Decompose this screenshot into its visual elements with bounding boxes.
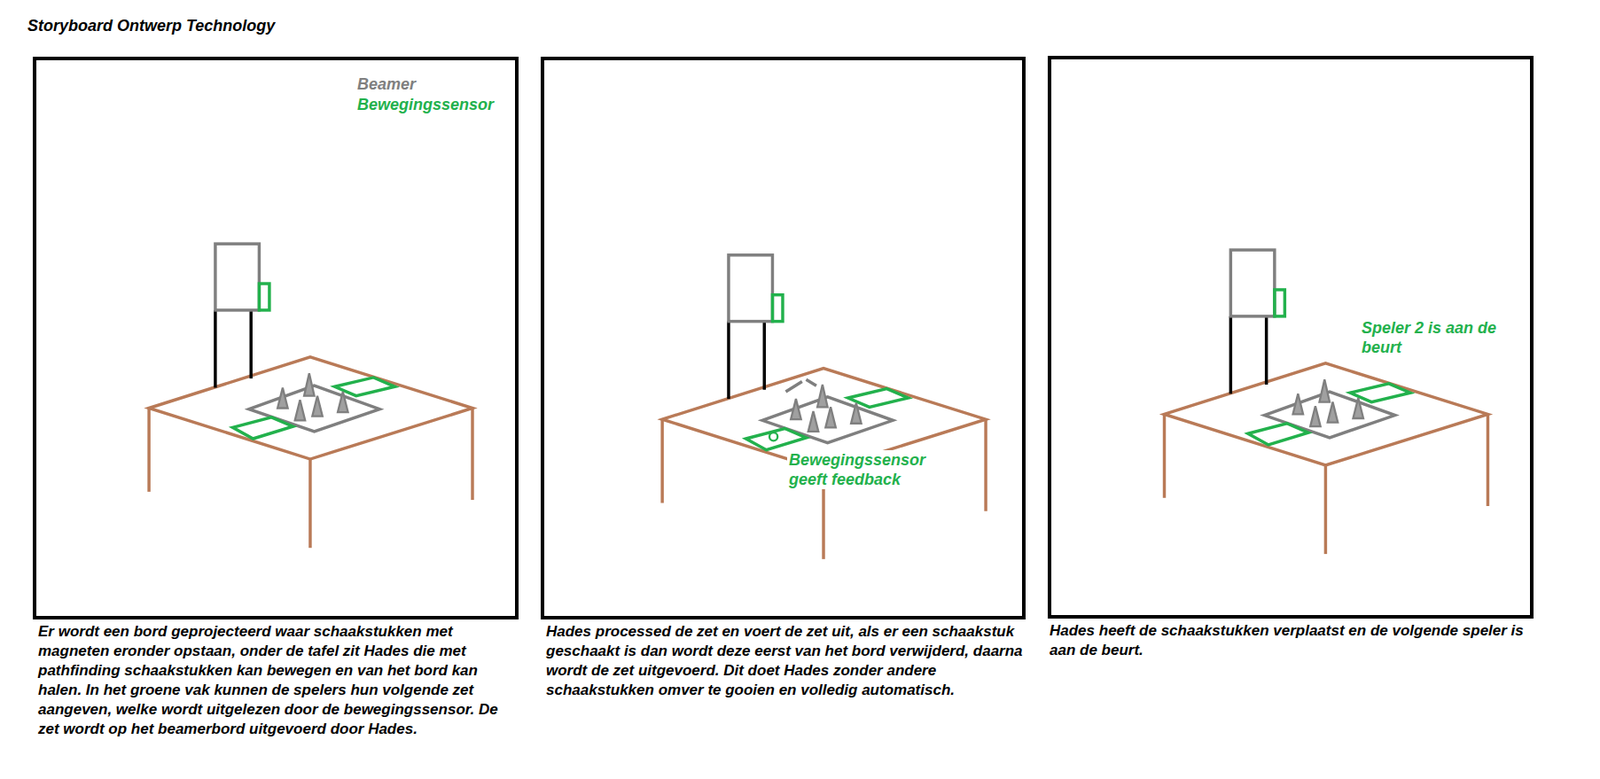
moving-piece: [785, 379, 817, 392]
panel-label: Bewegingssensor: [355, 94, 496, 115]
storyboard-panel: Speler 2 is aan de beurtHades heeft de s…: [1047, 55, 1534, 619]
panel-label: Speler 2 is aan de beurt: [1359, 318, 1515, 358]
panel-label: Bewegingssensor geeft feedback: [787, 450, 946, 490]
touch-feedback: [769, 432, 778, 441]
panel-label: Beamer: [355, 74, 418, 94]
storyboard-panel: Bewegingssensor geeft feedbackHades proc…: [540, 56, 1026, 620]
scaled-art: [148, 243, 1488, 560]
scene-panel-2: [662, 255, 986, 560]
page-title: Storyboard Ontwerp Technology: [27, 16, 275, 36]
scene-panel-1: [148, 243, 473, 548]
panel-frame: [32, 56, 519, 620]
panel-caption: Hades heeft de schaakstukken verplaatst …: [1049, 621, 1532, 661]
panel-caption: Hades processed de zet en voert de zet u…: [546, 622, 1025, 701]
scene-panel-3: [1164, 249, 1489, 555]
storyboard-panel: BeamerBewegingssensorEr wordt een bord g…: [32, 56, 519, 620]
panel-caption: Er wordt een bord geprojecteerd waar sch…: [38, 622, 517, 740]
panel-frame: [540, 56, 1026, 620]
